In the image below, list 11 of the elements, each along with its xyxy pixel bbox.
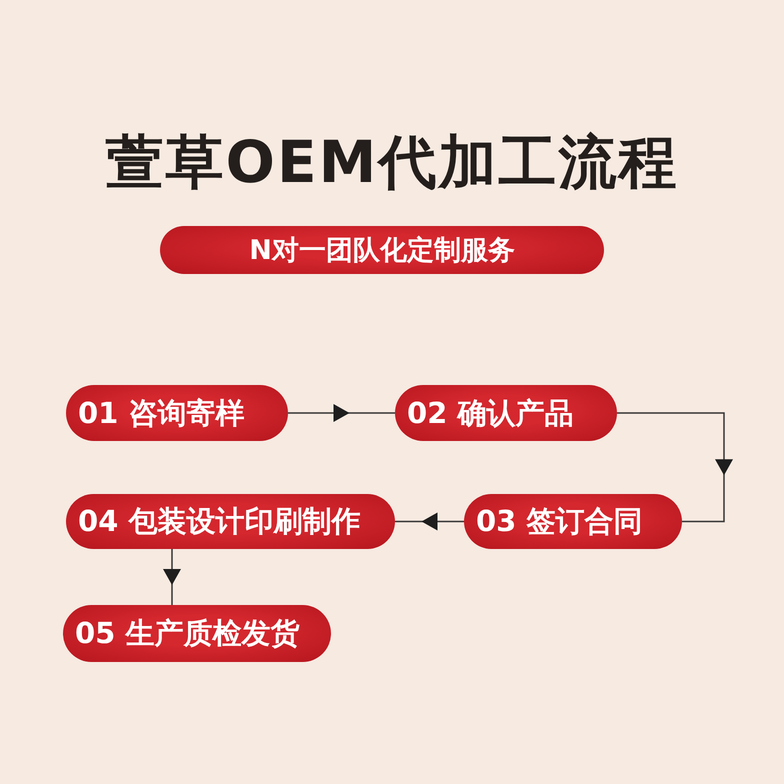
step-pill: 04 包装设计印刷制作	[66, 494, 395, 549]
step-pill: 03 签订合同	[464, 494, 682, 549]
step-pill: 01 咨询寄样	[66, 385, 288, 441]
step-pill: 05 生产质检发货	[63, 605, 331, 662]
banner-pill: N对一团队化定制服务	[160, 226, 604, 274]
step-pill: 02 确认产品	[395, 385, 617, 441]
arrow	[288, 404, 395, 422]
arrow	[617, 412, 733, 522]
arrow	[395, 512, 464, 530]
arrow	[163, 549, 181, 605]
title: 萱草OEM代加工流程	[106, 131, 678, 195]
